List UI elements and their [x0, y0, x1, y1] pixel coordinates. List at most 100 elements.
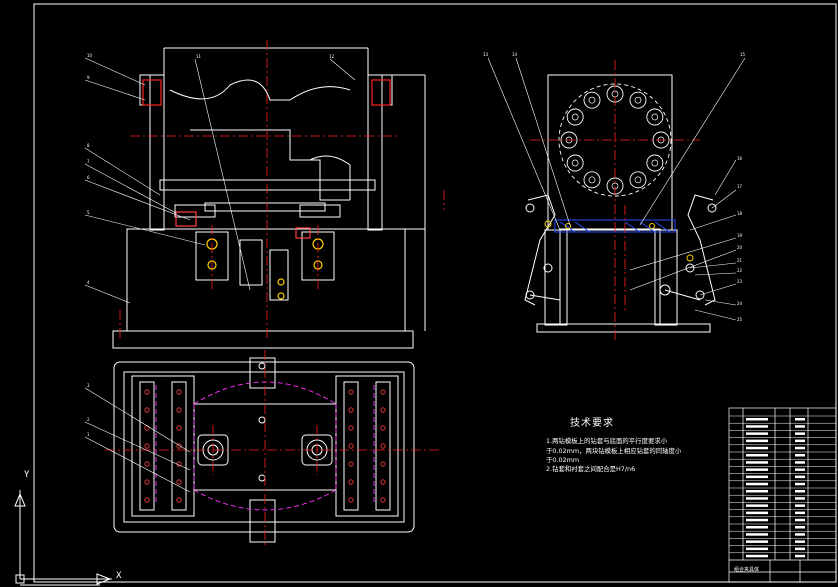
- title-block-entry: [746, 533, 768, 536]
- title-block-entry: [795, 432, 805, 435]
- ucs-icon: [14, 490, 112, 586]
- bolt-hole: [566, 154, 584, 172]
- title-block-entry: [795, 533, 805, 536]
- title-block-entry: [746, 446, 768, 450]
- rail-hole: [176, 497, 182, 503]
- rail-hole: [380, 389, 386, 395]
- rail-hole: [144, 407, 150, 413]
- title-block-rows: [729, 415, 836, 554]
- rail-hole: [144, 443, 150, 449]
- rail-hole: [348, 497, 354, 503]
- technical-requirements-title: 技术要求: [570, 418, 614, 429]
- rail-hole: [144, 497, 150, 503]
- ucs-x-label: X: [116, 571, 122, 581]
- svg-text:17: 17: [737, 184, 743, 189]
- title-block-entry: [795, 425, 805, 428]
- top-base: [113, 361, 415, 533]
- top-centerlines: [105, 350, 440, 545]
- title-block-entry: [746, 482, 768, 486]
- base-plate: [112, 330, 414, 349]
- top-leaders: [84, 387, 191, 493]
- requirement-line-1: 1.两钻模板上的钻套与底面的平行度要求小: [546, 437, 668, 445]
- title-block-entry: [746, 547, 768, 551]
- rail-hole: [176, 443, 182, 449]
- title-block-entry: [795, 547, 805, 551]
- title-block-entry: [795, 540, 805, 543]
- title-block-entry: [746, 468, 768, 471]
- svg-text:2: 2: [87, 417, 90, 422]
- title-block-entry: [746, 518, 768, 522]
- svg-text:8: 8: [87, 143, 90, 148]
- svg-text:6: 6: [87, 175, 90, 180]
- title-block-entry: [795, 475, 805, 479]
- title-block-entry: [795, 518, 805, 522]
- side-tower: [547, 74, 673, 231]
- right-upright: [367, 74, 383, 231]
- title-block-entry: [795, 511, 805, 515]
- svg-text:10: 10: [87, 53, 93, 58]
- title-block-entry: [746, 432, 768, 435]
- rail-hole: [144, 479, 150, 485]
- workpiece-profile: [169, 79, 351, 101]
- side-view: [524, 74, 717, 333]
- rail-hole: [348, 389, 354, 395]
- title-block-entry: [746, 511, 768, 515]
- svg-text:15: 15: [740, 52, 746, 57]
- svg-text:19: 19: [737, 233, 743, 238]
- front-view: [112, 47, 426, 349]
- side-leaders: [487, 57, 746, 321]
- rail-hole: [348, 425, 354, 431]
- top-view-holes: [144, 389, 386, 503]
- rail-hole: [380, 497, 386, 503]
- bolt-hole: [566, 108, 584, 126]
- svg-text:24: 24: [737, 301, 743, 306]
- title-block-entry: [795, 418, 805, 421]
- rail-hole: [380, 443, 386, 449]
- rail-hole: [380, 407, 386, 413]
- title-block-entry: [795, 468, 805, 471]
- rail-hole: [380, 461, 386, 467]
- title-block-entry: [746, 439, 768, 443]
- title-block-entry: [746, 540, 768, 543]
- bolt-hole: [629, 171, 647, 189]
- drawing-frame: [33, 3, 837, 583]
- svg-text:25: 25: [737, 317, 743, 322]
- title-block-entry: [746, 497, 768, 500]
- bolt-hole: [629, 91, 647, 109]
- svg-text:13: 13: [483, 52, 489, 57]
- base-body: [126, 228, 406, 332]
- title-block-entry: [746, 461, 768, 464]
- title-block-entry: [795, 497, 805, 500]
- rail-hole: [348, 479, 354, 485]
- rail-hole: [176, 425, 182, 431]
- title-block-entry: [746, 554, 768, 558]
- requirement-line-3: 于0.02mm: [546, 456, 580, 464]
- title-block-entries: [746, 418, 805, 558]
- ucs-y-label: Y: [24, 470, 30, 480]
- rail-hole: [176, 407, 182, 413]
- svg-text:22: 22: [737, 268, 743, 273]
- top-labels: 321: [87, 383, 90, 437]
- title-block-entry: [795, 554, 805, 558]
- svg-text:4: 4: [87, 280, 90, 285]
- svg-text:21: 21: [737, 258, 743, 263]
- rail-hole: [144, 389, 150, 395]
- title-block-entry: [746, 526, 768, 529]
- title-block-entry: [746, 425, 768, 428]
- rail-hole: [380, 479, 386, 485]
- bolt-hole: [583, 171, 601, 189]
- rail-hole: [348, 461, 354, 467]
- svg-text:5: 5: [87, 210, 90, 215]
- requirement-line-4: 2.钻套和衬套之间配合是H7/n6: [546, 465, 636, 473]
- title-block-entry: [795, 526, 805, 529]
- svg-text:18: 18: [737, 211, 743, 216]
- title-block-entry: [795, 504, 805, 507]
- rail-hole: [348, 407, 354, 413]
- svg-text:7: 7: [87, 159, 90, 164]
- title-block-name: 组合夹具体: [734, 567, 760, 573]
- front-leaders: [84, 57, 356, 304]
- rail-hole: [176, 389, 182, 395]
- bolt-hole: [646, 154, 664, 172]
